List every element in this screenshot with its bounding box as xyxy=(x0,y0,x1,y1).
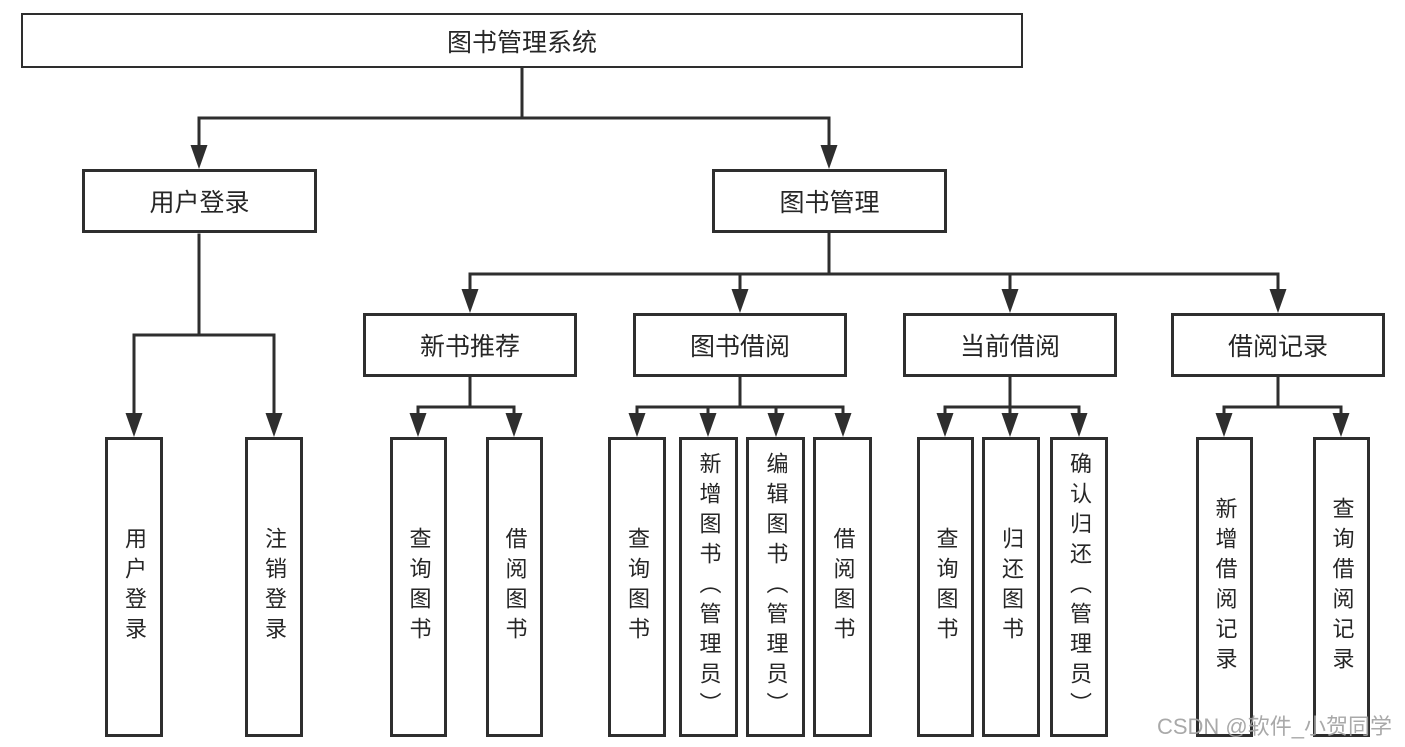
leaf-label: 新增借阅记录 xyxy=(1212,497,1238,677)
leaf-newbook-query-books: 查询图书 xyxy=(390,437,447,737)
leaf-logout-login: 注销登录 xyxy=(245,437,303,737)
node-label: 图书借阅 xyxy=(689,333,790,361)
leaf-newbook-borrow-books: 借阅图书 xyxy=(486,437,543,737)
node-label: 图书管理 xyxy=(779,189,880,217)
leaf-label: 查询图书 xyxy=(406,527,432,647)
node-label: 新书推荐 xyxy=(419,333,520,361)
leaf-label: 查询图书 xyxy=(625,527,650,647)
leaf-label: 注销登录 xyxy=(262,527,287,647)
leaf-borrow-borrow-books: 借阅图书 xyxy=(813,437,872,737)
node-borrowing-records: 借阅记录 xyxy=(1171,313,1385,377)
leaf-label: 查询借阅记录 xyxy=(1329,497,1355,677)
leaf-label: 编辑图书（管理员） xyxy=(763,452,789,722)
node-label: 用户登录 xyxy=(149,189,250,217)
leaf-label: 借阅图书 xyxy=(502,527,528,647)
leaf-borrow-edit-books-admin: 编辑图书（管理员） xyxy=(746,437,805,737)
leaf-borrow-add-books-admin: 新增图书（管理员） xyxy=(679,437,738,737)
leaf-user-login: 用户登录 xyxy=(105,437,163,737)
node-book-management: 图书管理 xyxy=(712,169,947,233)
node-label: 图书管理系统 xyxy=(446,28,597,57)
node-label: 当前借阅 xyxy=(959,333,1060,361)
node-book-borrowing: 图书借阅 xyxy=(633,313,847,377)
node-root-library-system: 图书管理系统 xyxy=(21,13,1023,68)
node-new-book-recommend: 新书推荐 xyxy=(363,313,577,377)
node-user-login: 用户登录 xyxy=(82,169,317,233)
leaf-label: 查询图书 xyxy=(933,527,959,647)
node-current-borrowing: 当前借阅 xyxy=(903,313,1117,377)
leaf-records-query-record: 查询借阅记录 xyxy=(1313,437,1370,737)
leaf-label: 归还图书 xyxy=(999,527,1024,647)
csdn-watermark: CSDN @软件_小贺同学 xyxy=(1156,714,1392,739)
leaf-label: 借阅图书 xyxy=(830,527,856,647)
leaf-records-add-record: 新增借阅记录 xyxy=(1196,437,1253,737)
leaf-label: 确认归还（管理员） xyxy=(1067,452,1092,722)
leaf-current-query-books: 查询图书 xyxy=(917,437,974,737)
leaf-current-confirm-return-admin: 确认归还（管理员） xyxy=(1050,437,1108,737)
leaf-label: 用户登录 xyxy=(122,527,147,647)
leaf-borrow-query-books: 查询图书 xyxy=(608,437,666,737)
node-label: 借阅记录 xyxy=(1227,333,1328,361)
leaf-label: 新增图书（管理员） xyxy=(696,452,722,722)
leaf-current-return-books: 归还图书 xyxy=(982,437,1040,737)
